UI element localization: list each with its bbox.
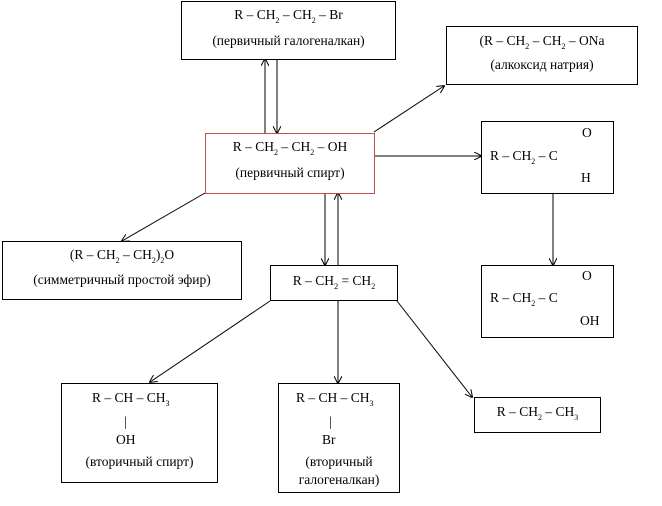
alkene-formula: R – CH2 = CH2 <box>292 273 376 291</box>
secondary-haloalkane-bond: | <box>329 414 332 429</box>
secondary-alcohol-bond: | <box>124 414 127 429</box>
carboxylic-acid-hydroxyl: OH <box>580 313 600 328</box>
secondary-haloalkane-bromine: Br <box>322 432 336 447</box>
primary-alcohol-caption: (первичный спирт) <box>235 165 345 180</box>
sodium-alkoxide-box <box>446 26 638 85</box>
secondary-haloalkane-box <box>278 383 400 493</box>
symmetric-ether-box <box>2 241 242 300</box>
primary-alcohol-formula: R – CH2 – CH2 – OH <box>232 139 348 157</box>
aldehyde-formula: R – CH2 – C <box>490 148 558 166</box>
aldehyde-oxygen: O <box>582 125 592 140</box>
arrow-alkene-to-alkane <box>396 300 472 397</box>
secondary-haloalkane-formula: R – CH – CH3 <box>296 390 374 408</box>
alkane-formula: R – CH2 – CH3 <box>496 404 579 422</box>
carboxylic-acid-formula: R – CH2 – C <box>490 290 558 308</box>
aldehyde-box <box>481 121 614 194</box>
aldehyde-hydrogen: H <box>581 170 591 185</box>
secondary-haloalkane-caption-line2: галогеналкан) <box>298 472 380 487</box>
symmetric-ether-caption: (симметричный простой эфир) <box>33 272 211 287</box>
secondary-alcohol-box <box>61 383 218 483</box>
secondary-haloalkane-caption-line1: (вторичный <box>305 454 373 469</box>
arrow-alcohol-to-ether <box>122 192 206 241</box>
secondary-alcohol-hydroxyl: OH <box>116 432 136 447</box>
secondary-alcohol-formula: R – CH – CH3 <box>92 390 170 408</box>
arrow-alcohol-to-alkoxide <box>373 86 444 133</box>
alkene-box <box>270 265 398 301</box>
symmetric-ether-formula: (R – CH2 – CH2)2O <box>69 247 175 265</box>
secondary-alcohol-caption: (вторичный спирт) <box>85 454 194 469</box>
primary-haloalkane-caption: (первичный галогеналкан) <box>212 33 365 48</box>
primary-haloalkane-formula: R – CH2 – CH2 – Br <box>234 7 343 25</box>
sodium-alkoxide-formula: (R – CH2 – CH2 – ONa <box>479 33 605 51</box>
carboxylic-acid-box <box>481 265 614 338</box>
carboxylic-acid-oxygen: O <box>582 268 592 283</box>
primary-alcohol-box <box>205 133 375 194</box>
arrow-alkene-to-sec-alcohol <box>150 300 271 382</box>
primary-haloalkane-box <box>181 1 396 60</box>
alkane-box <box>474 397 601 433</box>
sodium-alkoxide-caption: (алкоксид натрия) <box>490 57 594 72</box>
